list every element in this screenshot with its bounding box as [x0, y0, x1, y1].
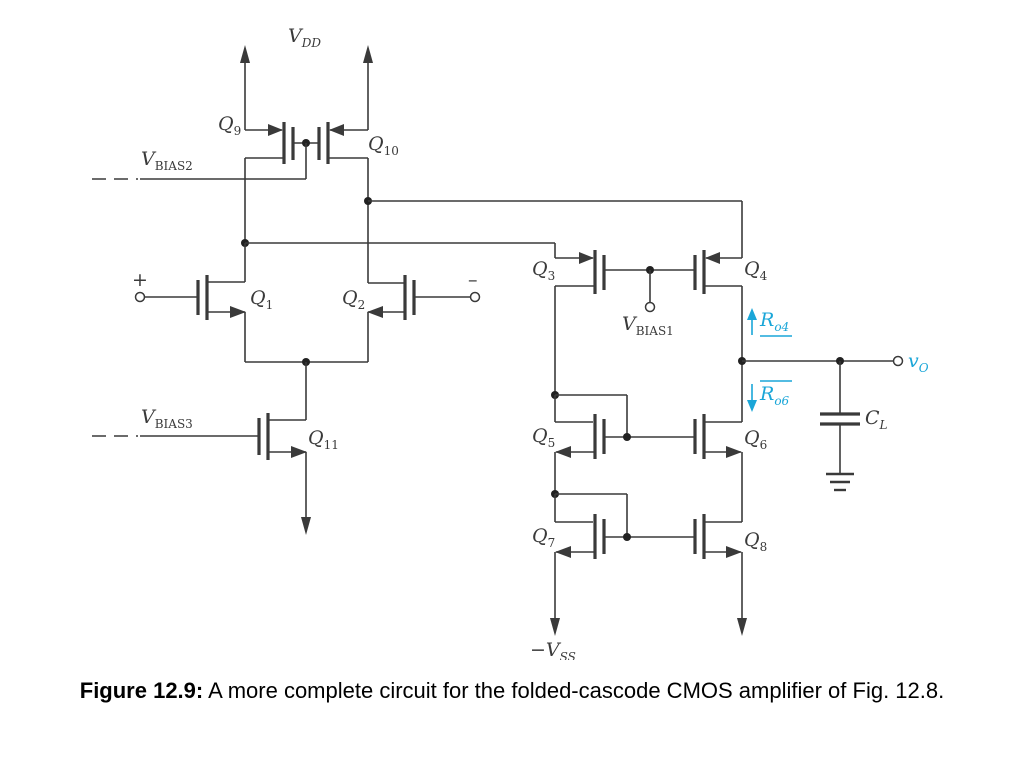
transistor-q6: [693, 414, 743, 522]
q7-label: Q7: [532, 525, 555, 550]
cl-label: CL: [865, 407, 888, 432]
q3-label: Q3: [532, 258, 555, 283]
transistor-q2: [367, 275, 481, 362]
vdd-rail: [240, 45, 373, 130]
transistor-q10: [317, 122, 368, 164]
vbias2-label: VBIAS2: [141, 148, 193, 173]
q4-label: Q4: [744, 258, 768, 283]
vo-label: vO: [908, 350, 929, 375]
vss-label: −VSS: [530, 639, 576, 660]
vbias1-label: VBIAS1: [622, 313, 674, 338]
transistor-q11: [92, 413, 311, 535]
q6-label: Q6: [744, 427, 767, 452]
q2-label: Q2: [342, 287, 365, 312]
folded-cascode-schematic: VDD VBIAS2 Q9 Q10: [92, 25, 929, 660]
load-capacitor: [820, 361, 860, 474]
ro4-annotation: [747, 308, 792, 337]
vbias3-label: VBIAS3: [141, 406, 193, 431]
transistor-q4: [693, 250, 743, 422]
transistor-q3: [554, 250, 606, 395]
figure-caption: Figure 12.9: A more complete circuit for…: [40, 676, 984, 706]
q5-label: Q5: [532, 425, 555, 450]
vdd-label: VDD: [288, 25, 321, 50]
transistor-q9: [244, 122, 295, 243]
transistor-q1: [134, 243, 246, 362]
transistor-q5: [551, 391, 628, 494]
ro6-label: Ro6: [759, 383, 790, 408]
transistor-q7: [550, 490, 628, 636]
noninverting-input-label: +: [132, 269, 148, 291]
ro6-annotation: [747, 380, 792, 412]
q1-label: Q1: [250, 287, 273, 312]
ground-icon: [826, 472, 854, 492]
q11-label: Q11: [308, 427, 339, 452]
ro4-label: Ro4: [759, 309, 789, 334]
q8-label: Q8: [744, 529, 767, 554]
q9-label: Q9: [218, 113, 241, 138]
caption-figure-number: Figure 12.9:: [79, 678, 204, 703]
inverting-input-label: –: [468, 269, 478, 291]
caption-text: A more complete circuit for the folded-c…: [203, 678, 945, 703]
transistor-q8: [693, 514, 747, 636]
q10-label: Q10: [368, 133, 399, 158]
